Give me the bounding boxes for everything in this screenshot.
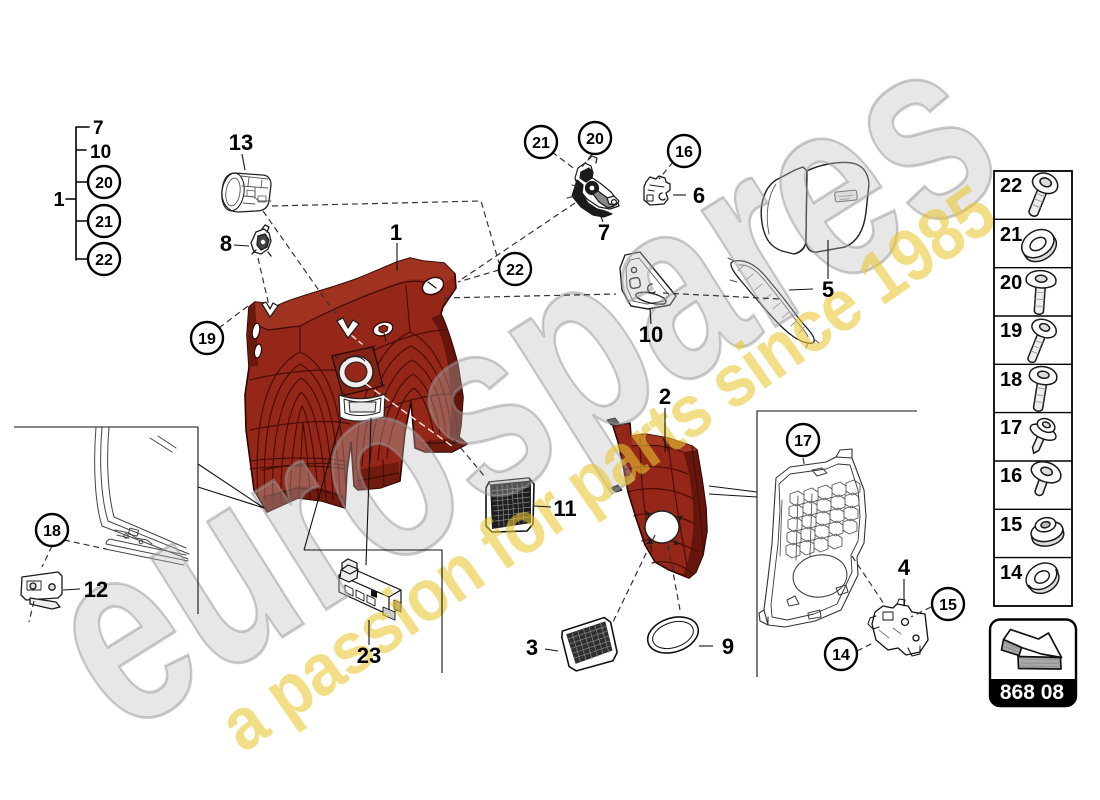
svg-text:14: 14: [1000, 562, 1023, 584]
svg-text:7: 7: [598, 220, 610, 245]
svg-text:6: 6: [693, 183, 705, 208]
svg-text:23: 23: [357, 643, 381, 668]
svg-text:868 08: 868 08: [1000, 681, 1065, 704]
svg-text:2: 2: [659, 384, 671, 409]
svg-text:14: 14: [832, 647, 850, 664]
svg-text:19: 19: [1000, 320, 1022, 342]
svg-text:15: 15: [939, 597, 957, 614]
svg-text:13: 13: [229, 130, 253, 155]
svg-text:22: 22: [1000, 175, 1022, 197]
svg-text:11: 11: [553, 496, 576, 521]
svg-text:17: 17: [794, 433, 812, 450]
svg-text:18: 18: [1000, 369, 1022, 391]
svg-text:10: 10: [639, 322, 663, 347]
svg-text:1: 1: [53, 189, 64, 211]
svg-text:21: 21: [532, 135, 550, 152]
svg-text:eurospares: eurospares: [0, 0, 1042, 786]
svg-text:20: 20: [586, 131, 604, 148]
svg-text:20: 20: [95, 175, 113, 192]
svg-text:17: 17: [1000, 417, 1022, 439]
svg-text:21: 21: [1000, 224, 1022, 246]
svg-text:20: 20: [1000, 272, 1022, 294]
svg-text:8: 8: [220, 231, 232, 256]
svg-text:3: 3: [526, 635, 538, 660]
svg-text:7: 7: [93, 118, 104, 139]
svg-text:1: 1: [390, 220, 402, 245]
svg-text:22: 22: [95, 252, 113, 269]
svg-text:12: 12: [84, 577, 108, 602]
svg-text:16: 16: [675, 144, 693, 161]
svg-text:10: 10: [90, 142, 111, 163]
svg-text:19: 19: [198, 331, 216, 348]
svg-text:18: 18: [43, 523, 61, 540]
svg-text:9: 9: [722, 634, 734, 659]
svg-text:5: 5: [822, 277, 834, 302]
svg-text:16: 16: [1000, 465, 1022, 487]
svg-text:15: 15: [1000, 514, 1022, 536]
svg-text:22: 22: [506, 262, 524, 279]
svg-text:21: 21: [95, 214, 113, 231]
svg-text:4: 4: [898, 555, 911, 580]
